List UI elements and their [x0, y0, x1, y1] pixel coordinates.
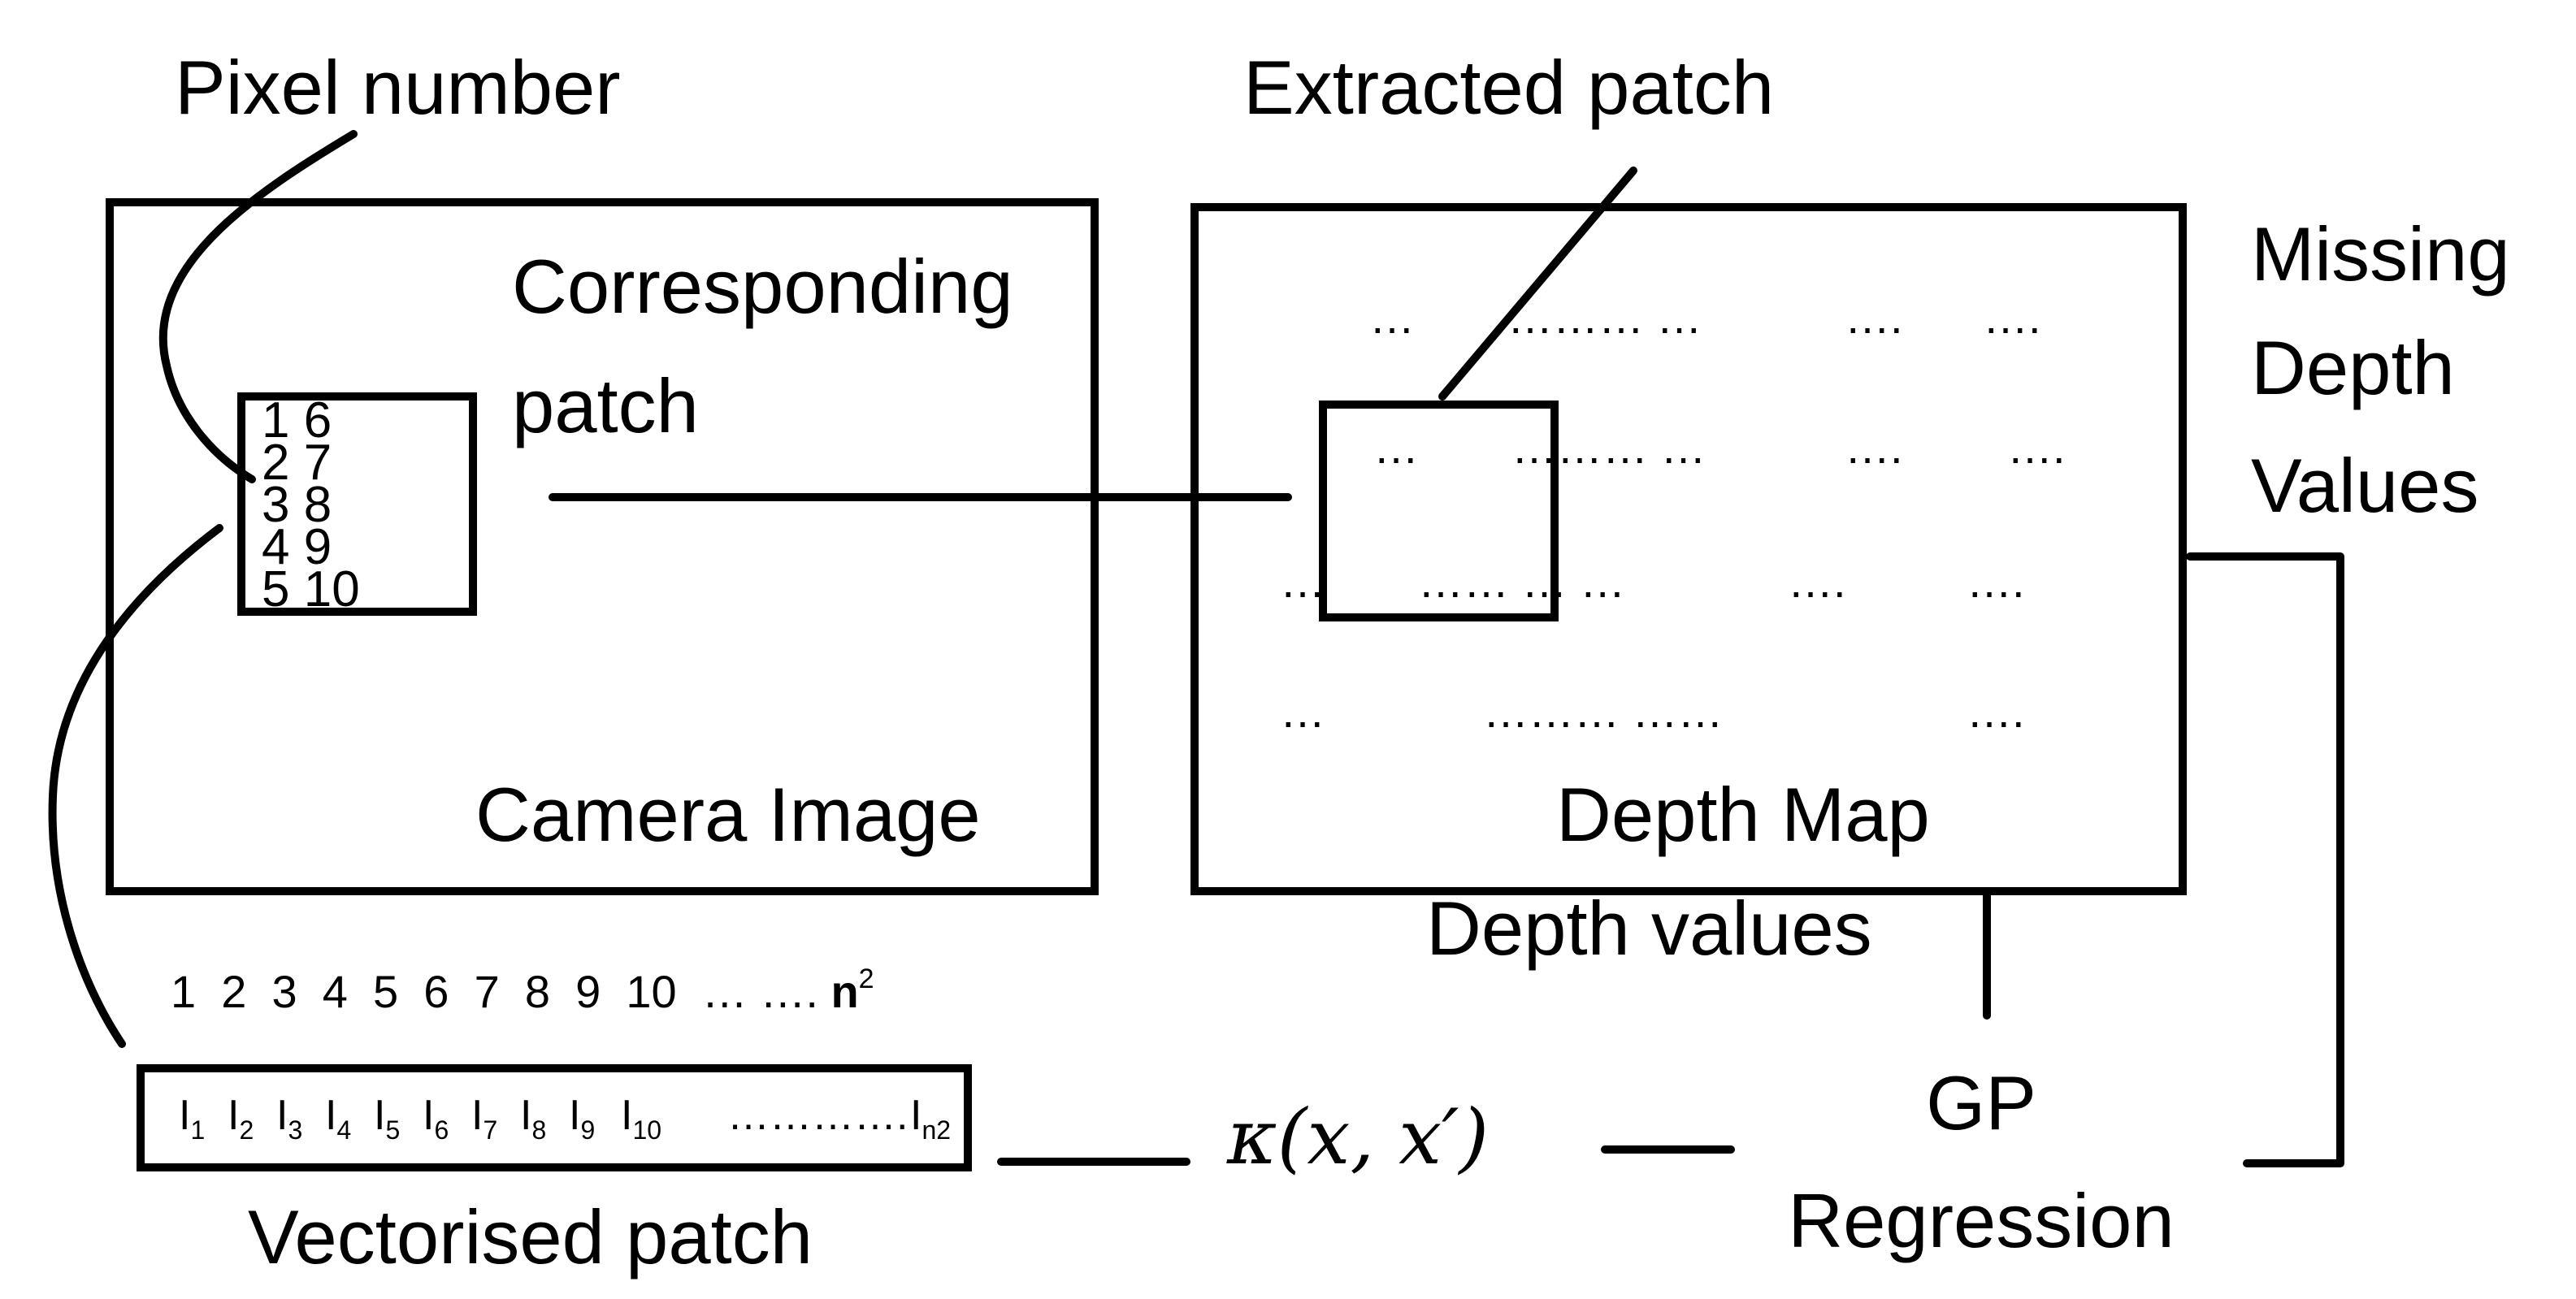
- vector-entry: I5: [374, 1092, 400, 1145]
- patch-grid-row: 3 8: [262, 477, 332, 533]
- camera-image-box: [106, 198, 1099, 895]
- vector-entry: I3: [276, 1092, 302, 1145]
- vector-entry: I8: [520, 1092, 546, 1145]
- kernel-function-label: κ(x, x′): [1226, 1093, 1489, 1182]
- corresponding-patch-box: [237, 392, 477, 616]
- vector-entry: I9: [569, 1092, 595, 1145]
- vector-entry-base: I: [374, 1092, 385, 1139]
- depth-dots: ….: [2007, 422, 2066, 473]
- depth-dots: ….: [1845, 292, 1903, 343]
- vector-entry-subscript: n2: [922, 1115, 951, 1145]
- missing-depth-label-line1: Missing: [2251, 211, 2510, 297]
- pixel-number-arrow: [158, 130, 358, 483]
- vector-entry-subscript: 1: [190, 1115, 205, 1145]
- corresponding-patch-label-line1: Corresponding: [512, 244, 1013, 329]
- patch-grid-row: 2 7: [262, 435, 332, 491]
- depth-dots: ….: [1845, 422, 1903, 473]
- gp-regression-label-line1: GP: [1926, 1060, 2036, 1145]
- vector-entry-base: I: [520, 1092, 531, 1139]
- vector-entry: I10: [621, 1092, 661, 1145]
- vector-entry-base: I: [423, 1092, 434, 1139]
- vector-entry-base: I: [910, 1092, 922, 1139]
- pixel-index-last-sup: 2: [859, 963, 874, 994]
- depth-dots: …: [1369, 292, 1415, 343]
- vector-entry: I6: [423, 1092, 449, 1145]
- depth-dots: …: [1280, 556, 1325, 607]
- depth-dots: ….: [1788, 556, 1846, 607]
- vector-entry-subscript: 3: [288, 1115, 302, 1145]
- vector-entry-base: I: [325, 1092, 336, 1139]
- depth-map-label: Depth Map: [1556, 772, 1930, 857]
- depth-map-box: [1190, 203, 2187, 895]
- vector-entry-base: I: [471, 1092, 483, 1139]
- vector-entry-base: I: [228, 1092, 239, 1139]
- depth-dots: ….: [1983, 292, 2041, 343]
- vectorise-arrow: [48, 524, 223, 1048]
- pixel-number-label: Pixel number: [175, 45, 621, 130]
- depth-dots: …… … …: [1418, 556, 1625, 607]
- vector-entry-base: I: [569, 1092, 580, 1139]
- vector-entry: I7: [471, 1092, 497, 1145]
- depth-dots: …: [1373, 422, 1419, 473]
- depth-dots: ……… ……: [1483, 686, 1724, 737]
- depth-dots: …: [1280, 686, 1325, 737]
- vector-entry-subscript: 8: [531, 1115, 546, 1145]
- vector-entry-subscript: 4: [336, 1115, 351, 1145]
- missing-depth-label-line3: Values: [2251, 443, 2478, 528]
- patch-pixel-grid: 1 6 2 7 3 8 4 9 5 10: [262, 392, 360, 617]
- depth-dots: ……… …: [1507, 292, 1702, 343]
- vector-entry-base: I: [179, 1092, 190, 1139]
- vector-entry: I1: [179, 1092, 205, 1145]
- vector-entry: I2: [228, 1092, 254, 1145]
- pixel-index-row: 1 2 3 4 5 6 7 8 9 10 … …. n2: [171, 963, 874, 1017]
- vector-entry-subscript: 6: [434, 1115, 449, 1145]
- patch-grid-row: 4 9: [262, 519, 332, 575]
- vector-entry: In2: [910, 1092, 951, 1145]
- vector-entry-subscript: 5: [385, 1115, 400, 1145]
- missing-depth-label-line2: Depth: [2251, 325, 2455, 410]
- gp-regression-label-line2: Regression: [1788, 1178, 2174, 1263]
- pixel-index-values: 1 2 3 4 5 6 7 8 9 10 … ….: [171, 966, 830, 1017]
- camera-image-label: Camera Image: [475, 772, 981, 857]
- patch-grid-row: 1 6: [262, 392, 332, 448]
- vector-entry-subscript: 7: [483, 1115, 497, 1145]
- depth-dots: ……… …: [1511, 422, 1706, 473]
- patch-grid-row: 5 10: [262, 561, 360, 617]
- missing-depth-feedback-arrow: [2186, 552, 2344, 1167]
- vector-entry-base: I: [276, 1092, 288, 1139]
- corresponding-patch-label-line2: patch: [512, 363, 699, 448]
- extracted-patch-label: Extracted patch: [1243, 45, 1774, 130]
- extracted-patch-arrow: [1438, 167, 1637, 401]
- pixel-index-last: n: [830, 966, 858, 1017]
- vectorised-patch-label: Vectorised patch: [248, 1194, 813, 1280]
- depth-dots: ….: [1967, 686, 2025, 737]
- vector-entry: I4: [325, 1092, 351, 1145]
- depth-map-dots: … ……… … …. …. … ……… … …. …. … …… … … …. …: [1280, 292, 2066, 737]
- vectorised-patch-box: [137, 1064, 972, 1171]
- vector-entry-base: I: [621, 1092, 632, 1139]
- vector-entry-subscript: 9: [580, 1115, 595, 1145]
- depth-dots: ….: [1967, 556, 2025, 607]
- vector-entry-subscript: 2: [239, 1115, 254, 1145]
- extracted-patch-box: [1319, 401, 1559, 621]
- depth-values-label: Depth values: [1426, 885, 1872, 971]
- vector-entry-subscript: 10: [632, 1115, 661, 1145]
- vector-ellipsis: ………….: [727, 1092, 908, 1139]
